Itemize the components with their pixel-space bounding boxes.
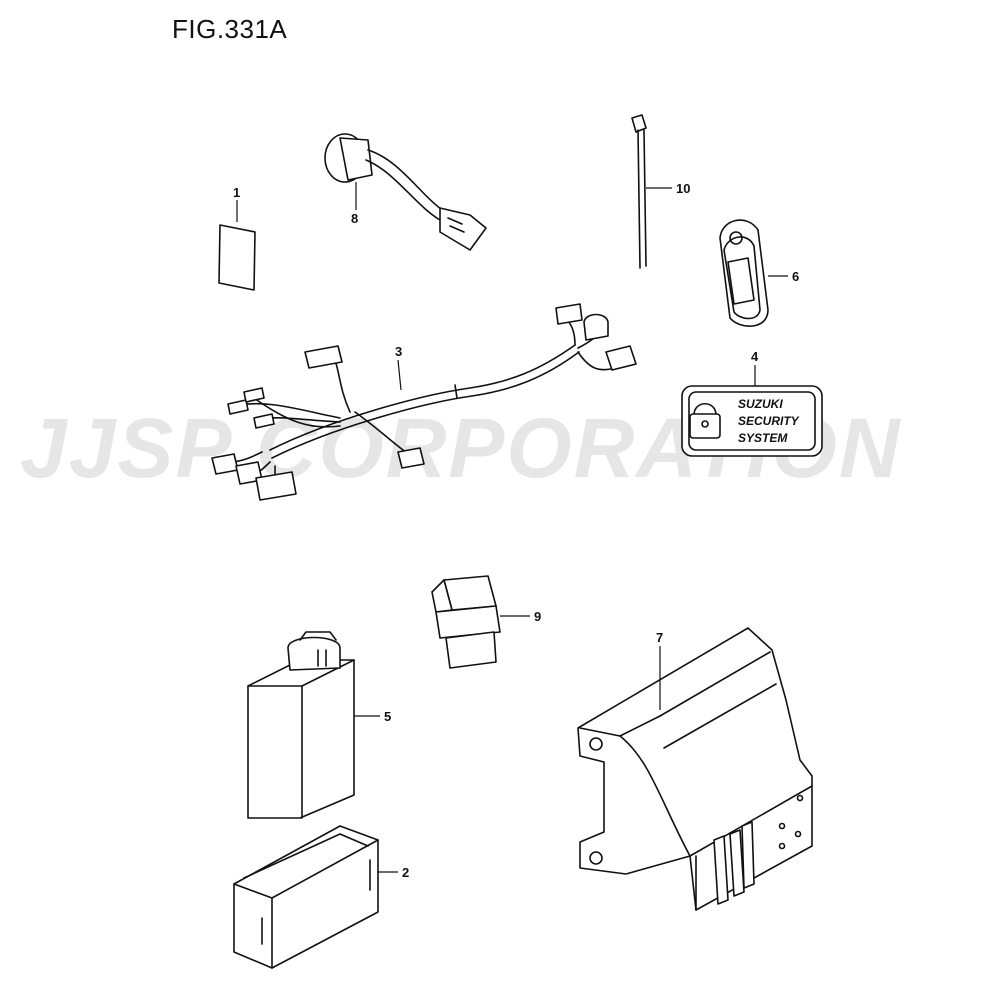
callout-5: 5: [384, 709, 391, 724]
part-control-unit[interactable]: 5: [247, 631, 391, 819]
part-receiver-antenna[interactable]: 8: [324, 133, 487, 251]
callout-4: 4: [751, 349, 759, 364]
decal-line-1: SUZUKI: [738, 397, 783, 411]
callout-10: 10: [676, 181, 690, 196]
callout-1: 1: [233, 185, 240, 200]
decal-line-3: SYSTEM: [738, 431, 788, 445]
part-key-fob[interactable]: 6: [719, 219, 799, 327]
part-module-holder[interactable]: 2: [233, 825, 409, 969]
callout-2: 2: [402, 865, 409, 880]
part-mounting-bracket[interactable]: 7: [577, 627, 813, 911]
callout-7: 7: [656, 630, 663, 645]
callout-3: 3: [395, 344, 402, 359]
callout-8: 8: [351, 211, 358, 226]
decal-line-2: SECURITY: [738, 414, 800, 428]
part-wiring-harness[interactable]: 3: [211, 303, 637, 501]
callout-9: 9: [534, 609, 541, 624]
part-card[interactable]: 1: [218, 185, 256, 291]
part-security-decal[interactable]: SUZUKI SECURITY SYSTEM 4: [681, 349, 823, 457]
part-switch[interactable]: 9: [431, 575, 541, 669]
figure-title: FIG.331A: [172, 14, 288, 44]
callout-6: 6: [792, 269, 799, 284]
part-cable-tie[interactable]: 10: [631, 114, 690, 269]
